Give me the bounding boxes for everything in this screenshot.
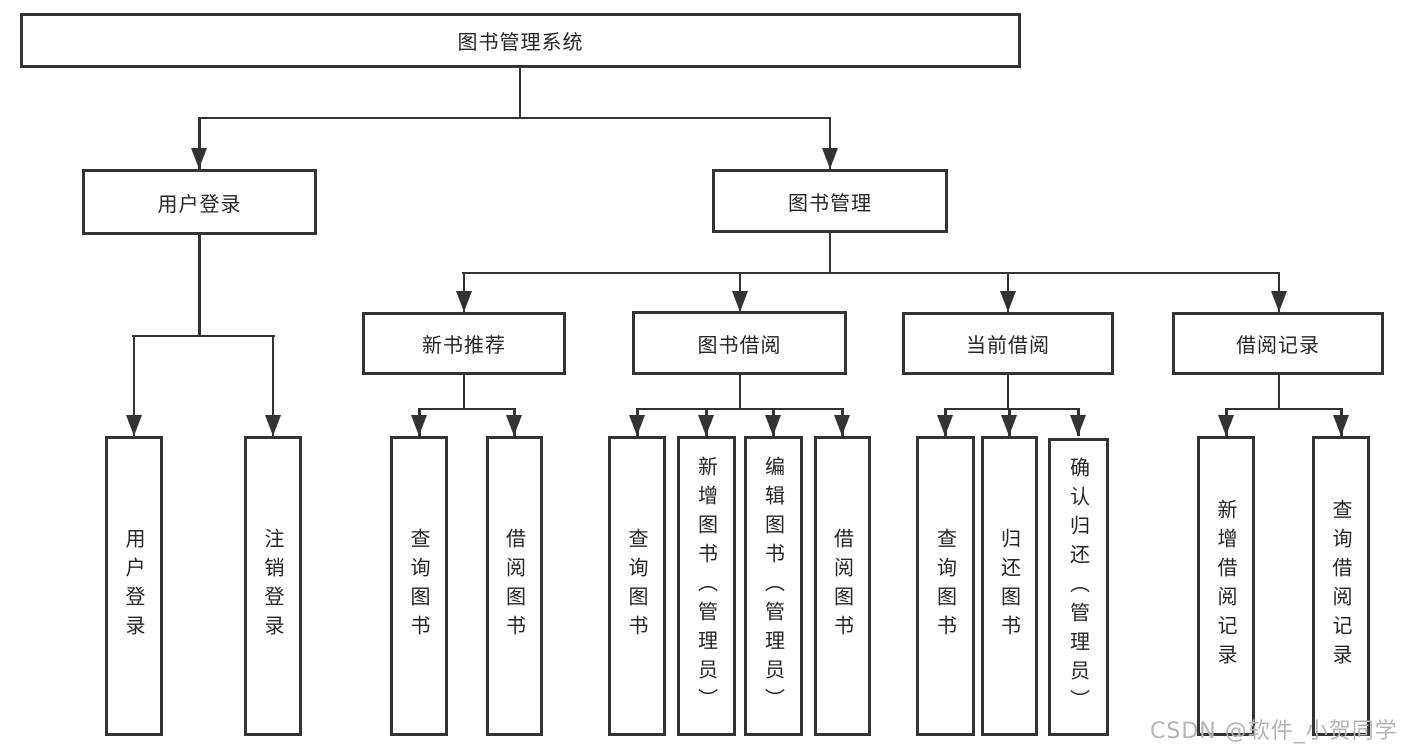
node-borrow-records: 借阅记录 [1172, 312, 1384, 375]
watermark: CSDN @软件_小贺同学 [1150, 719, 1398, 744]
arrowhead-leaf-logout [265, 415, 281, 436]
leaf-br-query-record: 查询借阅记录 [1312, 436, 1370, 736]
arrowhead-book-mgmt [822, 148, 838, 169]
node-book-management: 图书管理 [712, 169, 948, 233]
leaf-nbr-borrow-book-label: 借阅图书 [502, 528, 527, 644]
connector-leaf-login-drop [132, 335, 136, 436]
arrowhead-nbr-leaf1 [411, 415, 427, 436]
arrowhead-cb-leaf1 [937, 415, 953, 436]
node-book-management-label: 图书管理 [788, 190, 872, 215]
node-book-borrow: 图书借阅 [632, 311, 847, 375]
leaf-bb-borrow-book-label: 借阅图书 [830, 528, 855, 644]
node-current-borrow: 当前借阅 [902, 312, 1114, 375]
arrowhead-cb-leaf2 [1001, 415, 1017, 436]
connector-br-rail [1225, 407, 1343, 410]
leaf-user-login-label: 用户登录 [122, 528, 146, 644]
connector-user-login-rail [132, 334, 275, 337]
connector-user-login-drop [198, 117, 201, 169]
arrowhead-cb [1000, 291, 1016, 312]
arrowhead-user-login [191, 148, 207, 169]
leaf-bb-query-book: 查询图书 [608, 436, 666, 736]
connector-level3-rail [462, 271, 1280, 274]
leaf-bb-query-book-label: 查询图书 [625, 528, 649, 644]
connector-user-login-stem [198, 235, 201, 335]
connector-nbr-rail [418, 407, 516, 410]
leaf-cb-query-book-label: 查询图书 [933, 528, 958, 644]
node-new-book-recommend: 新书推荐 [362, 312, 566, 375]
connector-bb-stem [738, 375, 742, 409]
leaf-bb-edit-book-admin-label: 编辑图书（管理员） [761, 455, 786, 717]
leaf-br-add-record-label: 新增借阅记录 [1214, 499, 1238, 673]
leaf-logout: 注销登录 [244, 436, 302, 736]
node-book-borrow-label: 图书借阅 [697, 332, 782, 357]
node-new-book-recommend-label: 新书推荐 [422, 333, 506, 357]
arrowhead-bb [732, 291, 748, 312]
arrowhead-bb-leaf1 [629, 415, 645, 436]
leaf-cb-query-book: 查询图书 [916, 436, 975, 736]
connector-bb-rail [636, 407, 844, 410]
connector-cb-stem [1006, 375, 1010, 409]
arrowhead-leaf-login [126, 415, 142, 436]
connector-root-stem [518, 68, 522, 118]
arrowhead-nbr-leaf2 [506, 415, 522, 436]
arrowhead-nbr [456, 291, 472, 312]
leaf-bb-add-book-admin-label: 新增图书（管理员） [694, 455, 719, 717]
leaf-cb-return-book: 归还图书 [981, 436, 1038, 736]
arrowhead-bb-leaf2 [698, 415, 714, 436]
leaf-br-query-record-label: 查询借阅记录 [1329, 499, 1353, 673]
connector-cb-rail [944, 407, 1080, 410]
leaf-bb-add-book-admin: 新增图书（管理员） [677, 436, 736, 736]
node-root: 图书管理系统 [20, 13, 1021, 68]
arrowhead-cb-leaf3 [1070, 415, 1086, 436]
connector-nbr-stem [462, 375, 466, 409]
arrowhead-bb-leaf4 [834, 415, 850, 436]
connector-leaf-logout-drop [271, 335, 275, 436]
connector-book-mgmt-stem [828, 233, 832, 273]
leaf-cb-confirm-return-admin-label: 确认归还（管理员） [1066, 456, 1091, 718]
node-current-borrow-label: 当前借阅 [966, 333, 1050, 357]
leaf-logout-label: 注销登录 [261, 528, 285, 644]
leaf-bb-edit-book-admin: 编辑图书（管理员） [744, 436, 803, 736]
leaf-nbr-query-book: 查询图书 [390, 436, 448, 736]
node-user-login: 用户登录 [82, 169, 317, 235]
leaf-user-login: 用户登录 [105, 436, 163, 736]
leaf-br-add-record: 新增借阅记录 [1197, 436, 1255, 736]
leaf-bb-borrow-book: 借阅图书 [814, 436, 871, 736]
leaf-nbr-borrow-book: 借阅图书 [486, 436, 543, 736]
node-borrow-records-label: 借阅记录 [1236, 333, 1320, 357]
node-user-login-label: 用户登录 [157, 191, 242, 216]
connector-level2-rail [198, 116, 831, 119]
connector-br-stem [1277, 375, 1281, 409]
arrowhead-br-leaf2 [1333, 415, 1349, 436]
connector-book-mgmt-drop [828, 117, 832, 169]
leaf-nbr-query-book-label: 查询图书 [407, 528, 431, 644]
node-root-label: 图书管理系统 [457, 30, 584, 54]
arrowhead-br-leaf1 [1218, 415, 1234, 436]
arrowhead-br [1271, 291, 1287, 312]
arrowhead-bb-leaf3 [765, 415, 781, 436]
leaf-cb-return-book-label: 归还图书 [997, 528, 1022, 644]
leaf-cb-confirm-return-admin: 确认归还（管理员） [1048, 438, 1109, 736]
